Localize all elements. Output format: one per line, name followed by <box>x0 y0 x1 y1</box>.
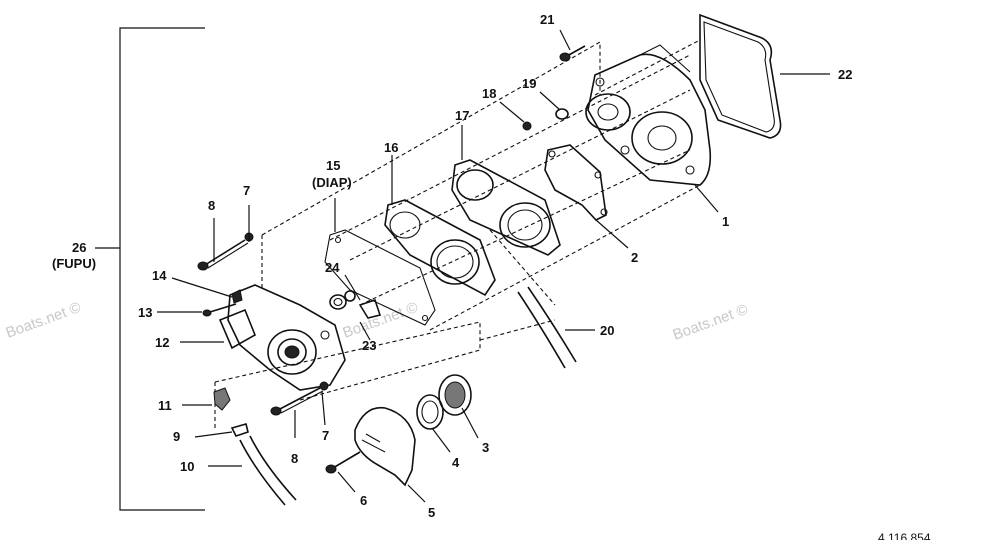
label-4: 4 <box>452 455 460 470</box>
part-18-nut <box>522 121 532 131</box>
label-1: 1 <box>722 214 729 229</box>
part-21-screw <box>559 45 586 62</box>
label-20: 20 <box>600 323 614 338</box>
part-23-retainer <box>358 298 382 319</box>
label-19: 19 <box>522 76 536 91</box>
label-14: 14 <box>152 268 167 283</box>
label-26: 26 <box>72 240 86 255</box>
label-8-lower: 8 <box>291 451 298 466</box>
part-6-screw <box>325 451 361 474</box>
part-5-cover <box>354 406 416 487</box>
label-8-upper: 8 <box>208 198 215 213</box>
label-15: 15 <box>326 158 340 173</box>
part-8-lower-screw <box>270 387 324 416</box>
label-24: 24 <box>325 260 340 275</box>
label-2: 2 <box>631 250 638 265</box>
label-22: 22 <box>838 67 852 82</box>
assembly-bracket <box>95 27 205 511</box>
part-14-screw <box>231 289 243 304</box>
label-21: 21 <box>540 12 554 27</box>
label-18: 18 <box>482 86 496 101</box>
part-19-check-valve <box>555 108 569 120</box>
part-1-pump-base <box>585 44 712 186</box>
label-15-diap: (DIAP) <box>312 175 352 190</box>
label-5: 5 <box>428 505 435 520</box>
leader-lines <box>157 29 830 503</box>
part-17-diaphragm-housing <box>451 159 561 256</box>
label-13: 13 <box>138 305 152 320</box>
part-22-gasket <box>699 13 782 139</box>
part-8-upper-screw <box>197 239 249 271</box>
part-15-diaphragm <box>324 229 436 326</box>
alignment-lines <box>214 39 701 430</box>
watermark: Boats.net © <box>4 299 84 342</box>
part-3-filter <box>438 374 472 416</box>
label-26-fupu: (FUPU) <box>52 256 96 271</box>
part-2-plate <box>544 144 608 221</box>
figure-code: 4 116 854 <box>878 531 931 540</box>
part-7-lower-washer <box>319 381 329 391</box>
label-23: 23 <box>362 338 376 353</box>
part-4-gasket-ring <box>416 394 444 430</box>
part-12-pump-body <box>218 284 346 391</box>
label-11: 11 <box>158 398 172 413</box>
part-10-hose <box>239 435 297 506</box>
label-3: 3 <box>482 440 489 455</box>
part-9-clamp <box>230 423 249 437</box>
label-6: 6 <box>360 493 367 508</box>
label-7-upper: 7 <box>243 183 250 198</box>
part-16-gasket <box>384 199 496 297</box>
watermark: Boats.net © <box>671 301 751 344</box>
part-labels: 1 2 3 4 5 6 7 7 8 8 9 10 11 12 13 14 15 … <box>52 12 852 520</box>
label-17: 17 <box>455 108 469 123</box>
part-24-valve <box>329 290 356 310</box>
label-10: 10 <box>180 459 194 474</box>
label-12: 12 <box>155 335 169 350</box>
part-13-screw <box>202 303 237 317</box>
part-20-hose <box>517 286 577 369</box>
label-16: 16 <box>384 140 398 155</box>
part-11-fitting <box>213 387 231 411</box>
watermark: Boats.net © <box>341 299 421 342</box>
label-7-lower: 7 <box>322 428 329 443</box>
label-9: 9 <box>173 429 180 444</box>
